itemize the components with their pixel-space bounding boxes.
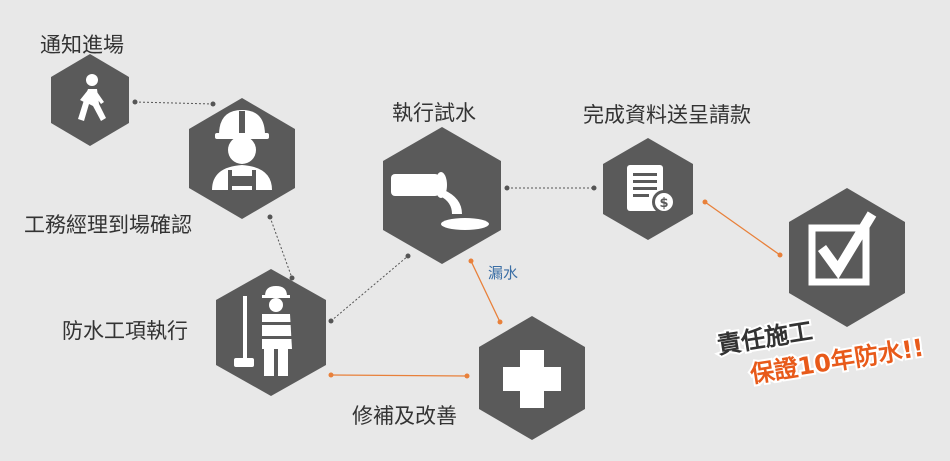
checkbox-check-icon bbox=[808, 211, 877, 286]
invoice-dollar-icon: $ bbox=[627, 165, 676, 214]
step-repair-node bbox=[479, 316, 585, 440]
step-guarantee-node bbox=[789, 188, 905, 327]
connector-watertest-submit bbox=[504, 185, 597, 191]
step-repair-label: 修補及改善 bbox=[352, 404, 457, 428]
connector-watertest-repair bbox=[468, 258, 503, 325]
walking-person-icon bbox=[78, 74, 106, 121]
step-notify-node bbox=[51, 54, 129, 146]
step-waterproof-label: 防水工項執行 bbox=[62, 319, 188, 343]
step-submit-node: $ bbox=[603, 138, 693, 240]
connectors bbox=[132, 99, 783, 379]
guarantee-stamp: 責任施工 保證10年防水!! bbox=[713, 315, 927, 391]
step-water-test-node bbox=[383, 127, 501, 264]
step-manager-node bbox=[189, 98, 295, 219]
connector-notify-manager bbox=[132, 99, 216, 107]
leak-edge-label: 漏水 bbox=[488, 264, 519, 282]
engineer-hardhat-icon bbox=[212, 110, 272, 190]
pipe-water-outflow-icon bbox=[391, 172, 489, 230]
worker-roller-icon bbox=[234, 286, 292, 376]
step-submit-label: 完成資料送呈請款 bbox=[583, 103, 751, 127]
connector-manager-waterproof bbox=[267, 214, 295, 281]
connector-waterproof-watertest bbox=[328, 253, 411, 324]
svg-text:$: $ bbox=[659, 196, 668, 211]
plus-cross-icon bbox=[503, 350, 561, 408]
connector-submit-guarantee bbox=[702, 199, 783, 258]
step-waterproof-node bbox=[216, 269, 326, 396]
connector-waterproof-repair bbox=[328, 372, 470, 379]
step-water-test-label: 執行試水 bbox=[392, 101, 476, 125]
step-notify-label: 通知進場 bbox=[40, 33, 124, 57]
step-manager-label: 工務經理到場確認 bbox=[24, 213, 192, 237]
